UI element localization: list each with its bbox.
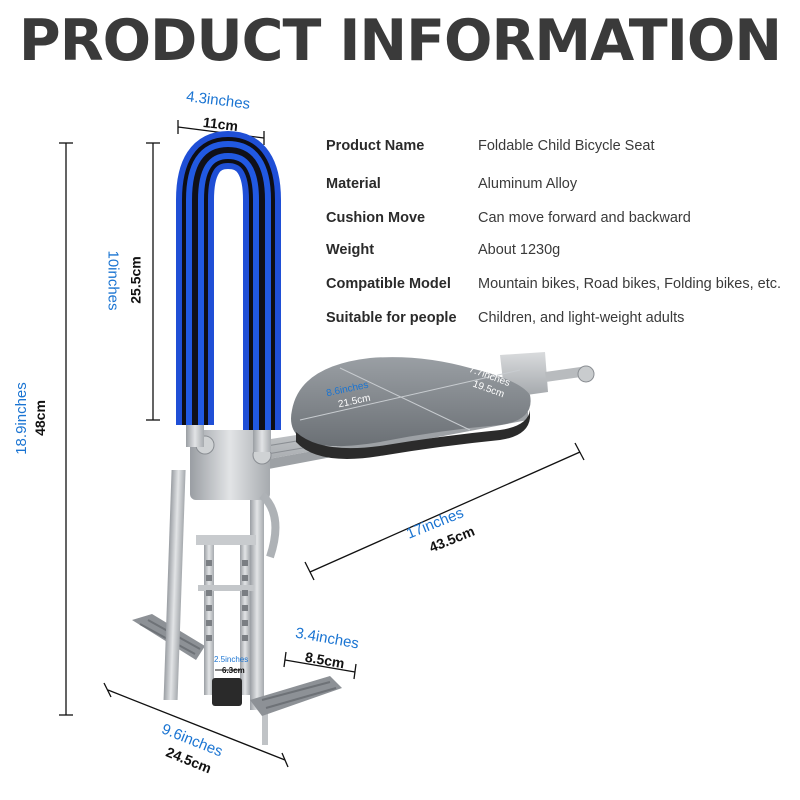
spec-value: Mountain bikes, Road bikes, Folding bike… <box>478 276 782 292</box>
spec-label: Compatible Model <box>326 276 451 292</box>
page-title: PRODUCT INFORMATION <box>18 8 782 74</box>
total-height-inches: 18.9inches <box>12 382 30 455</box>
spec-label: Material <box>326 176 381 192</box>
spec-value: Aluminum Alloy <box>478 176 578 192</box>
handle-height-inches: 10inches <box>104 250 122 311</box>
pedal-gap-inches: 2.5inches <box>214 655 249 664</box>
total-height-cm: 48cm <box>31 400 48 436</box>
spec-value: About 1230g <box>478 242 561 258</box>
handlebar <box>176 130 281 452</box>
right-pedal <box>250 676 342 716</box>
spec-value: Foldable Child Bicycle Seat <box>478 138 655 154</box>
spec-label: Weight <box>326 242 375 258</box>
spec-label: Suitable for people <box>326 310 457 326</box>
spec-value: Children, and light-weight adults <box>478 310 685 326</box>
pedal-gap-cm: 6.3cm <box>222 666 245 675</box>
vertical-frame <box>163 470 268 745</box>
dimension-lines <box>59 120 585 768</box>
seat-cushion <box>291 357 531 459</box>
spec-label: Cushion Move <box>326 210 426 226</box>
handle-height-cm: 25.5cm <box>127 256 144 304</box>
spec-label: Product Name <box>326 138 425 154</box>
spec-value: Can move forward and backward <box>478 210 691 226</box>
